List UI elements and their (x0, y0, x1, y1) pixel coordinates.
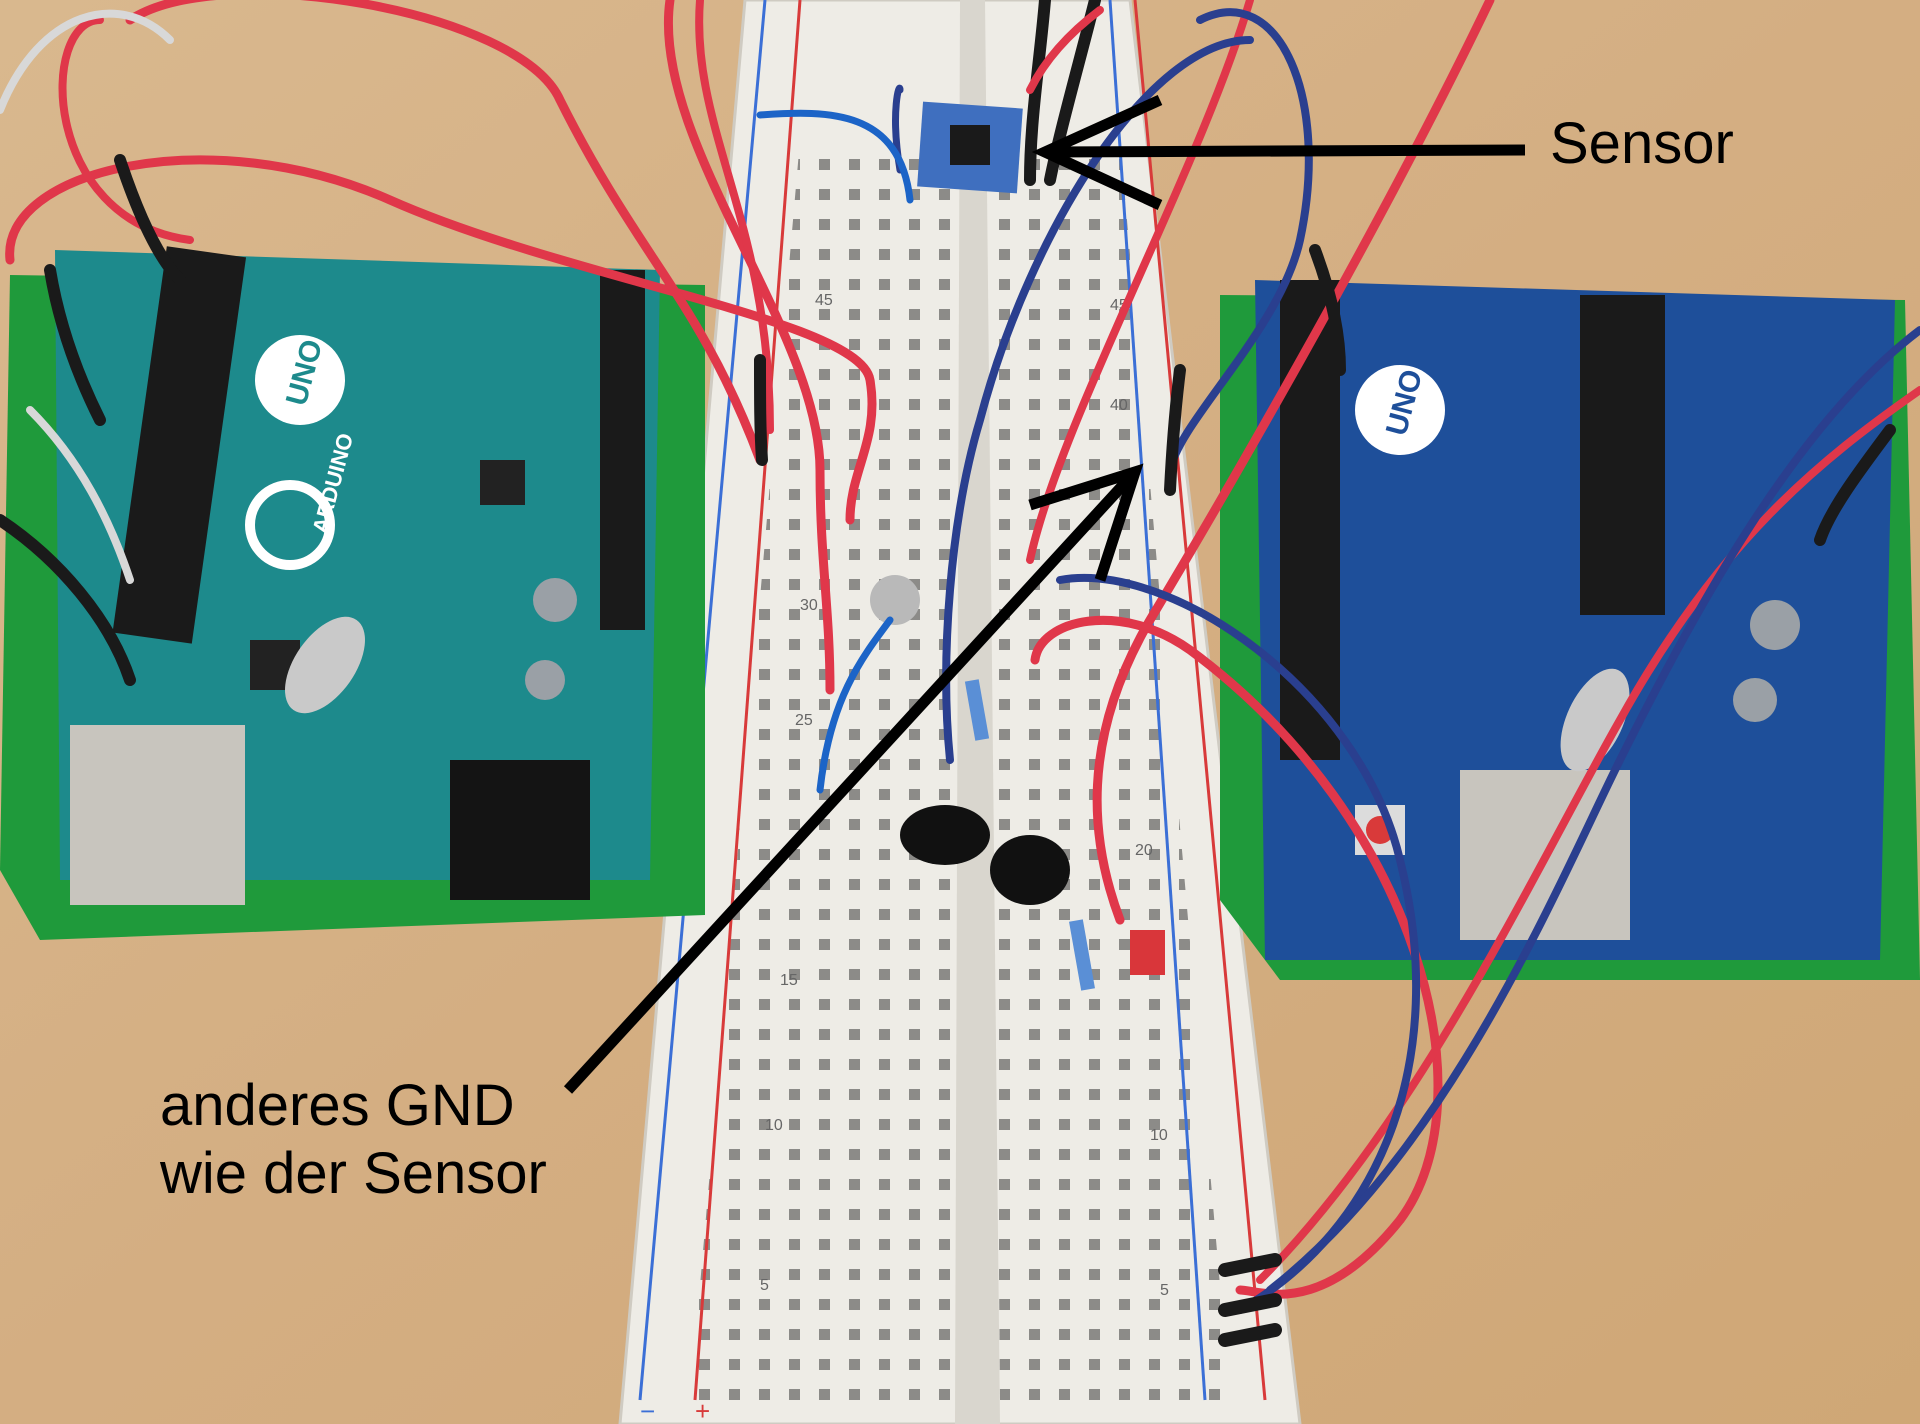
rail-line-red-left (693, 0, 802, 1401)
row-number: 30 (800, 597, 818, 614)
gnd-arrow-shaft (563, 468, 1140, 1094)
row-number: 20 (1135, 842, 1153, 859)
gnd-arrow-head (1028, 463, 1144, 582)
row-number: 10 (1150, 1127, 1168, 1144)
row-number: 5 (1160, 1282, 1169, 1299)
row-number: 45 (815, 292, 833, 309)
rail-symbol-minus: − (640, 1396, 655, 1424)
gnd-label-line1: anderes GND (160, 1073, 515, 1138)
rail-symbol-plus: + (695, 1396, 710, 1424)
rail-line-blue-right (1108, 0, 1207, 1401)
row-number: 5 (760, 1277, 769, 1294)
gnd-label: anderes GND wie der Sensor (160, 1072, 547, 1209)
sensor-label: Sensor (1550, 111, 1734, 176)
sensor-arrow-shaft (1044, 144, 1526, 158)
annotation-arrows (563, 94, 1526, 1094)
gnd-label-line2: wie der Sensor (160, 1141, 547, 1207)
row-number: 10 (765, 1117, 783, 1134)
sensor-module (917, 101, 1023, 194)
arduino-right: UNO (1220, 280, 1920, 980)
wires (0, 0, 1920, 1347)
row-number: 15 (780, 972, 798, 989)
row-number: 25 (795, 712, 813, 729)
row-number: 40 (1110, 397, 1128, 414)
components (870, 575, 1165, 991)
sensor-arrow-head (1031, 94, 1163, 210)
arduino-left: UNO ARDUINO (0, 246, 705, 940)
